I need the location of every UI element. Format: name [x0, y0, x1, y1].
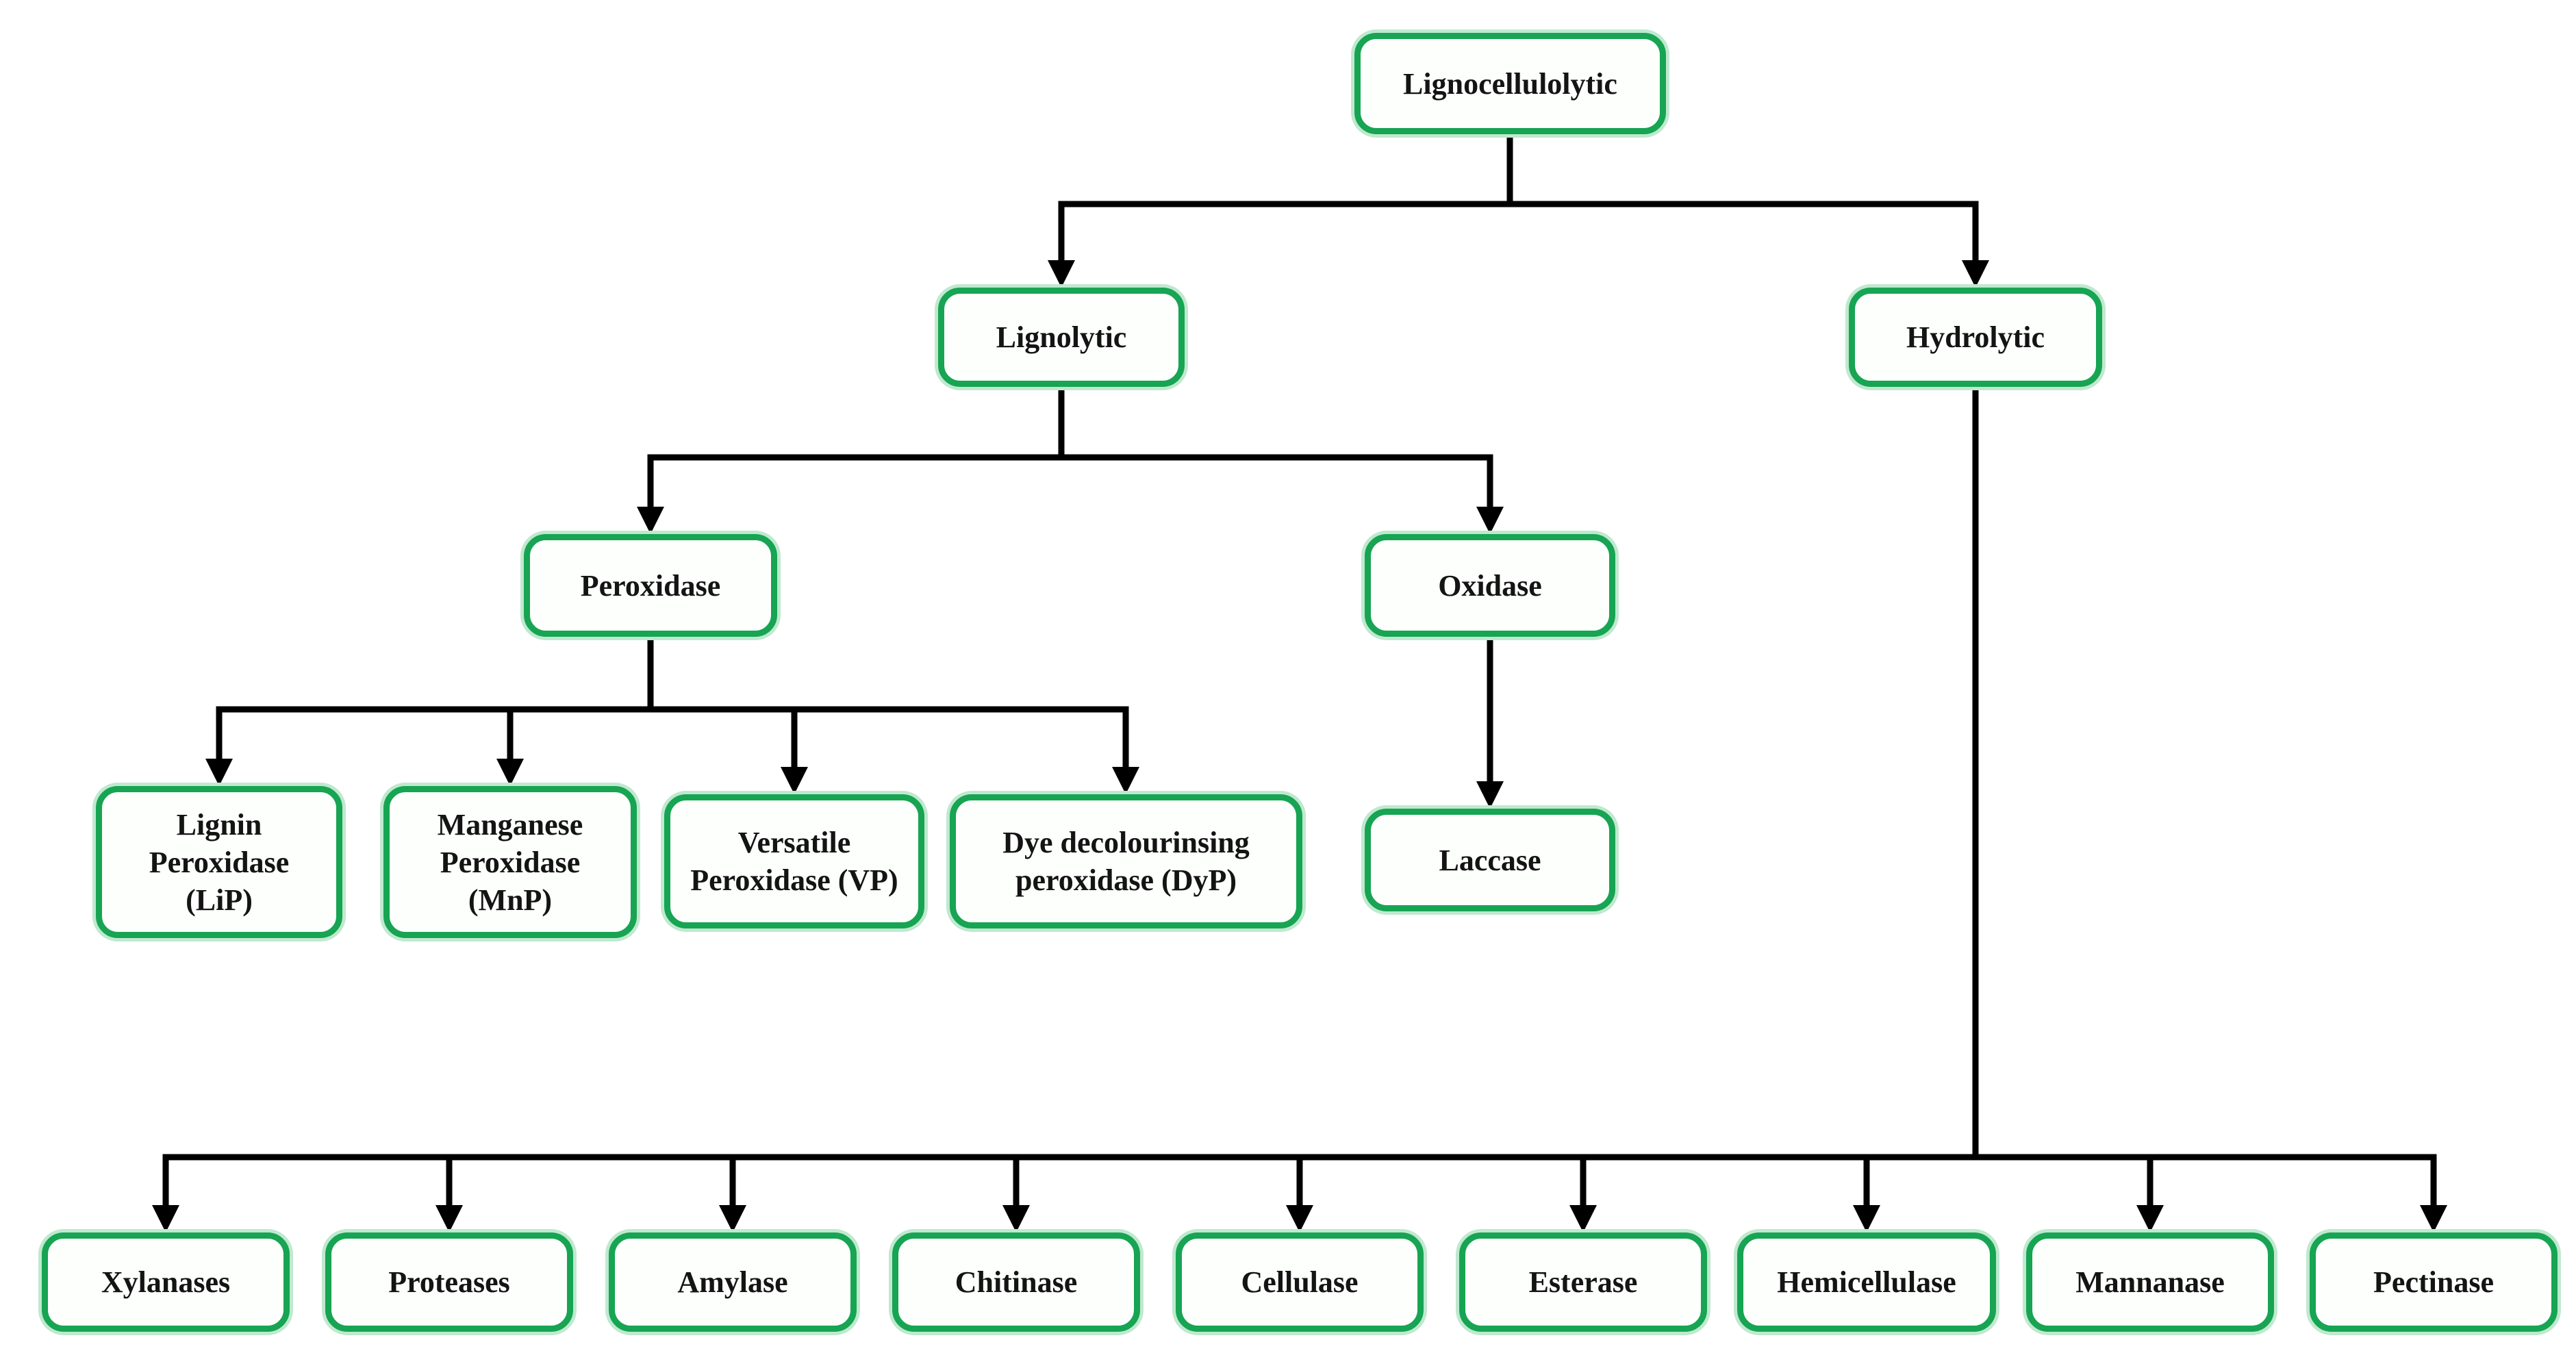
connector-level2-branch: [1058, 201, 1979, 263]
node-esterase: Esterase: [1459, 1232, 1707, 1332]
connector-level3-branch: [647, 454, 1493, 510]
connector-bottom-branch: [162, 1154, 2437, 1207]
node-chitinase: Chitinase: [892, 1232, 1140, 1332]
arrowhead-oxidase: [1476, 507, 1504, 534]
node-dye-decolourinsing-peroxidase: Dye decolourinsing peroxidase (DyP): [950, 794, 1302, 928]
arrowhead-amylase: [719, 1205, 746, 1232]
arrowhead-esterase: [1569, 1205, 1597, 1232]
node-peroxidase: Peroxidase: [524, 534, 777, 637]
node-manganese-peroxidase: Manganese Peroxidase (MnP): [383, 786, 637, 938]
node-laccase: Laccase: [1365, 809, 1615, 911]
arrowhead-dye-decolourinsing-peroxidase: [1112, 767, 1139, 794]
arrowhead-pectinase: [2420, 1205, 2447, 1232]
arrowhead-versatile-peroxidase: [781, 767, 808, 794]
node-lignin-peroxidase: Lignin Peroxidase (LiP): [96, 786, 342, 938]
arrowhead-manganese-peroxidase: [496, 759, 524, 786]
node-mannanase: Mannanase: [2026, 1232, 2274, 1332]
arrowhead-hemicellulase: [1853, 1205, 1880, 1232]
connector-paths: [162, 134, 2437, 1207]
arrowhead-peroxidase: [637, 507, 664, 534]
arrowhead-proteases: [435, 1205, 463, 1232]
node-pectinase: Pectinase: [2310, 1232, 2558, 1332]
connector-level4-branch: [216, 706, 1129, 770]
arrowhead-lignin-peroxidase: [205, 759, 233, 786]
node-cellulase: Cellulase: [1176, 1232, 1424, 1332]
node-lignocellulolytic: Lignocellulolytic: [1354, 33, 1666, 134]
arrowhead-hydrolytic: [1962, 260, 1989, 288]
arrowheads: [152, 260, 2447, 1232]
node-hydrolytic: Hydrolytic: [1849, 288, 2102, 387]
node-oxidase: Oxidase: [1365, 534, 1615, 637]
node-amylase: Amylase: [609, 1232, 857, 1332]
node-lignolytic: Lignolytic: [938, 288, 1185, 387]
node-versatile-peroxidase: Versatile Peroxidase (VP): [664, 794, 924, 928]
arrowhead-lignolytic: [1048, 260, 1075, 288]
node-xylanases: Xylanases: [42, 1232, 290, 1332]
node-hemicellulase: Hemicellulase: [1737, 1232, 1996, 1332]
arrowhead-cellulase: [1286, 1205, 1313, 1232]
arrowhead-mannanase: [2136, 1205, 2164, 1232]
arrowhead-chitinase: [1002, 1205, 1030, 1232]
arrowhead-laccase: [1476, 781, 1504, 809]
node-proteases: Proteases: [325, 1232, 573, 1332]
arrowhead-xylanases: [152, 1205, 179, 1232]
